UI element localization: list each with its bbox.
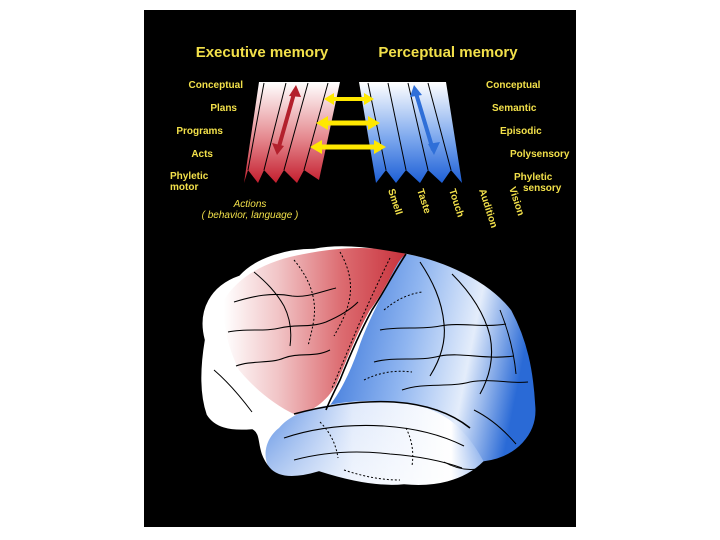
sense-smell: Smell: [385, 188, 404, 217]
perceptual-phyletic-line1: Phyletic: [514, 172, 553, 183]
actions-sublabel: ( behavior, language ): [202, 210, 299, 221]
perceptual-memory-header: Perceptual memory: [378, 44, 518, 61]
sense-audition: Audition: [476, 188, 499, 230]
perceptual-updown-arrow: [413, 89, 435, 151]
sense-taste: Taste: [414, 188, 432, 216]
executive-level-plans: Plans: [210, 103, 237, 114]
executive-phyletic-line2: motor: [170, 182, 198, 193]
memory-diagram: Executive memory Perceptual memory Co: [170, 44, 570, 487]
executive-memory-header: Executive memory: [196, 44, 329, 61]
perceptual-level-polysensory: Polysensory: [510, 149, 570, 160]
executive-level-programs: Programs: [176, 126, 223, 137]
actions-label: Actions: [233, 199, 267, 210]
brain-illustration: [199, 244, 537, 487]
executive-updown-arrow: [276, 89, 297, 151]
perceptual-level-semantic: Semantic: [492, 103, 537, 114]
perceptual-level-episodic: Episodic: [500, 126, 542, 137]
diagram-panel: Executive memory Perceptual memory Co: [144, 10, 576, 527]
executive-level-acts: Acts: [191, 149, 213, 160]
executive-phyletic-line1: Phyletic: [170, 171, 209, 182]
sense-touch: Touch: [446, 188, 466, 219]
perceptual-level-conceptual: Conceptual: [486, 80, 541, 91]
perceptual-hierarchy: [359, 82, 462, 183]
executive-level-conceptual: Conceptual: [189, 80, 244, 91]
connector-arrows: [310, 93, 386, 154]
executive-hierarchy: [244, 82, 340, 183]
perceptual-phyletic-line2: sensory: [523, 183, 562, 194]
